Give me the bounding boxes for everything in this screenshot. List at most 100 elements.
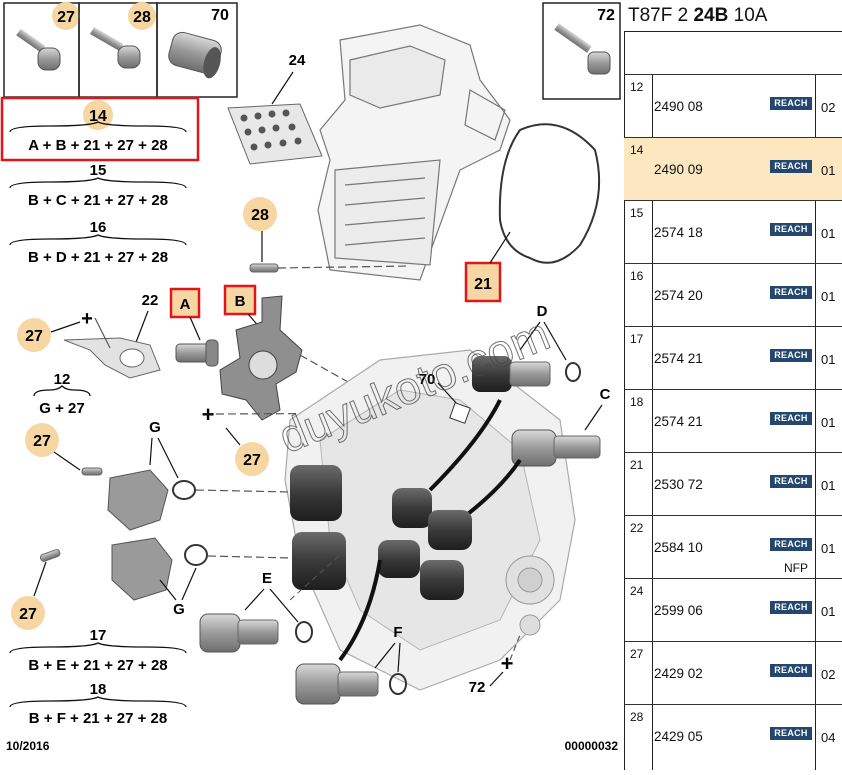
parts-row[interactable]: 28 2429 05 REACH 04: [624, 704, 842, 770]
column-divider-left: [624, 32, 625, 770]
header-code-part2: 24B: [693, 5, 729, 26]
reach-badge-icon[interactable]: REACH: [770, 223, 812, 236]
part-reference: 2574 21: [654, 351, 703, 366]
callout-27d-label: 27: [19, 606, 37, 623]
part-reference: 2429 05: [654, 729, 703, 744]
sensor-G-lower[interactable]: G: [111, 537, 293, 618]
screw-28[interactable]: 28: [243, 197, 411, 273]
callout-21[interactable]: 21: [464, 231, 511, 303]
solenoid-F[interactable]: F: [295, 559, 407, 705]
kit-12-number: 12: [54, 371, 71, 388]
plate-B[interactable]: B: [219, 284, 303, 421]
part-note: NFP: [784, 561, 808, 575]
solenoid-E[interactable]: E: [199, 554, 341, 653]
kit-18[interactable]: 18 B + F + 21 + 27 + 28: [9, 681, 187, 727]
reach-badge-icon[interactable]: REACH: [770, 349, 812, 362]
kit-18-formula: B + F + 21 + 27 + 28: [29, 710, 167, 727]
parts-row[interactable]: 21 2530 72 REACH 01: [624, 452, 842, 515]
column-divider-index: [652, 74, 653, 770]
callout-C-label: C: [600, 386, 611, 403]
diagram-canvas: 27 28 70 72 14 A + B: [0, 2, 621, 753]
kit-16[interactable]: 16 B + D + 21 + 27 + 28: [9, 219, 187, 266]
diagram-date: 10/2016: [6, 739, 50, 753]
kit-16-formula: B + D + 21 + 27 + 28: [28, 249, 168, 266]
part-reference: 2574 18: [654, 225, 703, 240]
reach-badge-icon[interactable]: REACH: [770, 97, 812, 110]
connector-A[interactable]: A: [169, 287, 219, 367]
solenoid-D[interactable]: D: [472, 303, 581, 392]
reach-badge-icon[interactable]: REACH: [770, 412, 812, 425]
reach-badge-icon[interactable]: REACH: [770, 160, 812, 173]
screw-28-icon: [90, 27, 141, 69]
callout-E-label: E: [262, 570, 272, 587]
callout-D-label: D: [537, 303, 548, 320]
part-index: 24: [630, 584, 644, 598]
diagram-code-header: T87F 2 24B 10A: [624, 0, 842, 32]
screw-27-lower[interactable]: 27: [11, 549, 61, 630]
seal-set-24[interactable]: 24: [227, 52, 323, 165]
part-quantity: 01: [821, 352, 836, 367]
box-screw-27[interactable]: 27: [3, 2, 80, 98]
screw-27-icon: [16, 28, 61, 71]
bracket-22[interactable]: 22: [63, 292, 161, 379]
reach-badge-icon[interactable]: REACH: [770, 664, 812, 677]
part-index: 15: [630, 206, 644, 220]
part-index: 28: [630, 710, 644, 724]
kit-17-formula: B + E + 21 + 27 + 28: [28, 657, 167, 674]
callout-28-label: 28: [251, 207, 269, 224]
exploded-parts-diagram: 27 28 70 72 14 A + B: [0, 2, 621, 753]
part-index: 18: [630, 395, 644, 409]
part-index: 16: [630, 269, 644, 283]
part-index: 21: [630, 458, 644, 472]
solenoid-C[interactable]: C: [511, 386, 611, 467]
part-reference: 2574 20: [654, 288, 703, 303]
screw-27-upper[interactable]: 27 +: [17, 308, 111, 352]
control-module-illustration: [317, 24, 511, 281]
column-divider-qty: [815, 74, 816, 770]
kit-15[interactable]: 15 B + C + 21 + 27 + 28: [9, 162, 187, 209]
part-quantity: 01: [821, 604, 836, 619]
reach-badge-icon[interactable]: REACH: [770, 727, 812, 740]
screw-27-left[interactable]: 27: [25, 423, 103, 476]
kit-16-number: 16: [90, 219, 107, 236]
reach-badge-icon[interactable]: REACH: [770, 538, 812, 551]
kit-17[interactable]: 17 B + E + 21 + 27 + 28: [9, 627, 187, 674]
callout-70-label: 70: [419, 371, 436, 388]
svg-text:+: +: [202, 402, 215, 427]
sensor-G-upper[interactable]: G: [107, 419, 291, 531]
part-reference: 2530 72: [654, 477, 703, 492]
screw-27-mid[interactable]: 27: [225, 427, 269, 476]
part-reference: 2574 21: [654, 414, 703, 429]
screw-72-callout[interactable]: + 72: [469, 634, 521, 696]
screw-72-icon: [554, 23, 611, 75]
sleeve-70-callout[interactable]: 70: [419, 371, 471, 424]
part-quantity: 02: [821, 667, 836, 682]
box-screw-72[interactable]: 72: [542, 2, 621, 100]
kit-12[interactable]: 12 G + 27: [33, 371, 91, 417]
reach-badge-icon[interactable]: REACH: [770, 601, 812, 614]
callout-27c-label: 27: [33, 433, 51, 450]
box-label-72: 72: [597, 7, 615, 24]
part-quantity: 04: [821, 730, 836, 745]
reach-badge-icon[interactable]: REACH: [770, 475, 812, 488]
kit-14[interactable]: 14 A + B + 21 + 27 + 28: [0, 96, 200, 162]
part-reference: 2490 09: [654, 162, 703, 177]
callout-F-label: F: [393, 624, 402, 641]
plus-icon-lower: +: [501, 651, 514, 676]
reach-badge-icon[interactable]: REACH: [770, 286, 812, 299]
box-label-27: 27: [57, 9, 75, 26]
box-sleeve-70[interactable]: 70: [156, 2, 238, 98]
part-quantity: 01: [821, 478, 836, 493]
callout-72-label: 72: [469, 679, 486, 696]
box-screw-28[interactable]: 28: [78, 2, 158, 98]
